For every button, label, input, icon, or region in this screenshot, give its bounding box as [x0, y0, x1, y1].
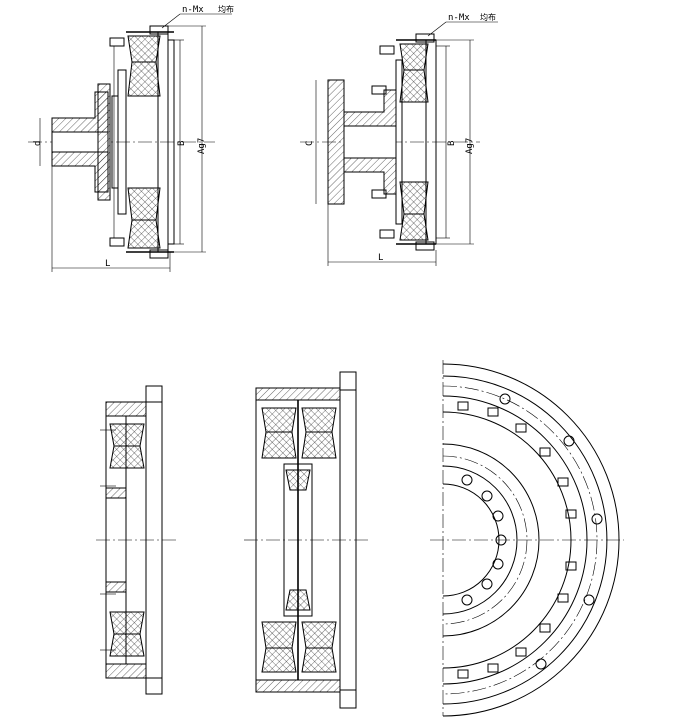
even-dist-label-right: 均布: [480, 12, 496, 22]
view-flange-coupling: [300, 21, 498, 266]
dia-b-label-left: B: [177, 141, 187, 146]
flange-c-label: C: [305, 141, 315, 146]
length-l-label-left: L: [105, 259, 110, 269]
bore-d-label: d: [33, 141, 43, 146]
dia-a-label-right: Ag7: [465, 138, 475, 154]
view-shaft-hub-coupling: [28, 13, 232, 272]
length-l-label-right: L: [378, 253, 383, 263]
bolt-spec-label-right: n-Mx: [448, 13, 470, 23]
view-double-section: [244, 371, 370, 709]
dia-a-label-left: Ag7: [197, 138, 207, 154]
even-dist-label-left: 均布: [218, 4, 234, 14]
view-end-view: [430, 360, 624, 717]
dia-b-label-right: B: [447, 141, 457, 146]
bolt-spec-label-left: n-Mx: [182, 5, 204, 15]
view-half-section: [96, 385, 178, 695]
